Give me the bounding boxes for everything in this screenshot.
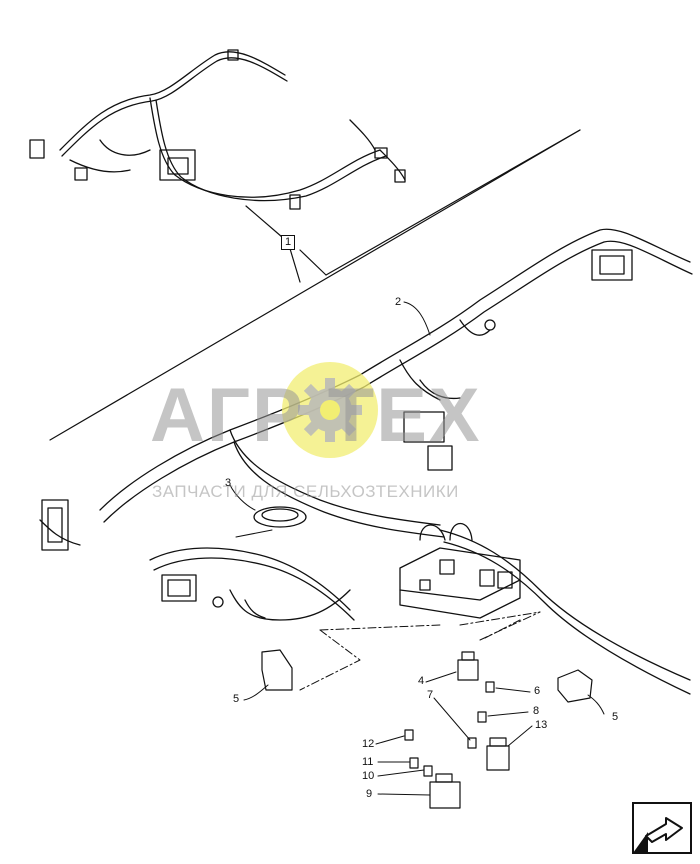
leader-1b: [245, 205, 283, 238]
callout-3: 3: [225, 477, 232, 489]
leader-1c: [299, 249, 327, 276]
bracket-left: [261, 649, 293, 691]
callout-6: 6: [534, 685, 541, 697]
fuse-8: [477, 711, 487, 723]
callout-4: 4: [418, 675, 425, 687]
callout-11: 11: [362, 756, 374, 768]
callout-7: 7: [427, 689, 434, 701]
relay-13: [486, 745, 510, 771]
separator-line: [49, 129, 581, 441]
callout-10: 10: [362, 770, 375, 782]
callout-5-left: 5: [233, 693, 240, 705]
watermark-gear-icon: [282, 362, 378, 458]
callout-9: 9: [366, 788, 373, 800]
fuse-relay-box: [399, 523, 521, 619]
overview-harness: [29, 49, 406, 210]
bracket-right: [557, 669, 593, 703]
callout-8: 8: [533, 705, 540, 717]
watermark-logo: АГР ТЕХ: [150, 373, 482, 458]
callout-2: 2: [395, 296, 402, 308]
main-harness: [39, 228, 693, 695]
relay-9: [429, 781, 461, 809]
fuse-11: [409, 757, 419, 769]
dash-dot-lines: [299, 611, 541, 691]
callout-1: 1: [281, 235, 296, 250]
callout-13: 13: [535, 719, 548, 731]
leader-1d: [325, 129, 581, 276]
fuse-10: [423, 765, 433, 777]
loose-parts: [261, 649, 593, 809]
watermark-subtitle: ЗАПЧАСТИ ДЛЯ СЕЛЬХОЗТЕХНИКИ: [152, 482, 459, 501]
arrow-right-icon: [645, 817, 683, 843]
fuse-6: [485, 681, 495, 693]
callout-12: 12: [362, 738, 375, 750]
next-page-button[interactable]: [632, 802, 692, 854]
fuse-7: [467, 737, 477, 749]
relay-4: [457, 659, 479, 681]
fuse-12: [404, 729, 414, 741]
callout-5-right: 5: [612, 711, 619, 723]
leader-lines: [229, 301, 605, 796]
